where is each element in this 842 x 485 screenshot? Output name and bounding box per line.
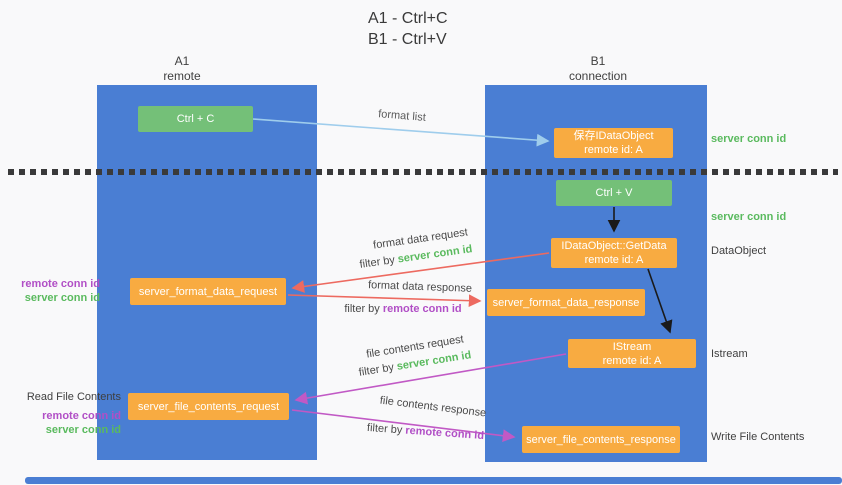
node-save-idataobject-line1: 保存IDataObject xyxy=(573,130,654,142)
title-line-ctrl-c: A1 - Ctrl+C xyxy=(368,10,448,27)
annotation-read-file-contents: Read File Contents xyxy=(26,391,121,403)
annotation-remote-conn-id-1: remote conn id xyxy=(21,278,100,290)
filter-key-remote-conn-id: remote conn id xyxy=(404,424,485,443)
title-line-ctrl-v: B1 - Ctrl+V xyxy=(368,31,447,48)
node-istream-line2: remote id: A xyxy=(602,354,662,367)
node-istream: IStream remote id: A xyxy=(568,339,696,368)
annotation-remote-conn-id-2: remote conn id xyxy=(42,410,121,422)
annotation-conn-ids-file: remote conn id server conn id xyxy=(16,409,121,437)
annotation-server-conn-id-2: server conn id xyxy=(45,424,121,436)
node-ctrl-v: Ctrl + V xyxy=(556,180,672,206)
node-format-response-label: server_format_data_response xyxy=(492,296,640,309)
filter-by-text: filter by xyxy=(357,361,395,379)
filter-by-text: filter by xyxy=(366,421,403,437)
edge-label-format-data-response: format data response xyxy=(367,279,473,295)
node-ctrl-c: Ctrl + C xyxy=(138,106,253,132)
annotation-server-conn-id-1: server conn id xyxy=(24,292,100,304)
node-istream-line1: IStream xyxy=(612,340,652,353)
lane-a1-subtitle: remote xyxy=(163,69,201,83)
node-getdata-line2: remote id: A xyxy=(584,254,644,266)
dotted-divider xyxy=(8,169,838,175)
node-idataobject-getdata: IDataObject::GetData remote id: A xyxy=(551,238,677,268)
lane-b1-header: B1 connection xyxy=(546,54,650,84)
node-server-format-data-response: server_format_data_response xyxy=(487,289,645,316)
node-save-idataobject: 保存IDataObject remote id: A xyxy=(554,128,673,158)
annotation-server-conn-id-top: server conn id xyxy=(711,133,787,145)
filter-by-text: filter by xyxy=(358,254,396,271)
filter-key-remote-conn-id: remote conn id xyxy=(382,303,462,315)
lane-a1-header: A1 remote xyxy=(132,54,232,84)
node-ctrl-c-label: Ctrl + C xyxy=(176,113,215,125)
node-save-idataobject-line2: remote id: A xyxy=(584,144,643,156)
annotation-istream: Istream xyxy=(711,348,748,360)
lane-b1-title: B1 xyxy=(590,54,606,68)
lane-b1-subtitle: connection xyxy=(568,69,628,83)
annotation-write-file-contents: Write File Contents xyxy=(711,431,805,443)
node-file-response-label: server_file_contents_response xyxy=(526,433,676,446)
diagram-title: A1 - Ctrl+C B1 - Ctrl+V xyxy=(368,8,448,50)
node-getdata-line1: IDataObject::GetData xyxy=(561,240,667,252)
lane-a1-title: A1 xyxy=(174,54,190,68)
node-server-file-contents-response: server_file_contents_response xyxy=(522,426,680,453)
annotation-conn-ids-format: remote conn id server conn id xyxy=(8,277,100,305)
node-ctrl-v-label: Ctrl + V xyxy=(595,187,633,199)
bottom-bar xyxy=(25,477,842,484)
filter-by-text: filter by xyxy=(344,303,380,315)
node-server-format-data-request: server_format_data_request xyxy=(130,278,286,305)
node-server-file-contents-request: server_file_contents_request xyxy=(128,393,289,420)
annotation-server-conn-id-mid: server conn id xyxy=(711,211,787,223)
annotation-dataobject: DataObject xyxy=(711,245,767,257)
node-file-request-label: server_file_contents_request xyxy=(137,400,280,413)
edge-label-format-list: format list xyxy=(377,108,427,124)
node-format-request-label: server_format_data_request xyxy=(138,285,278,298)
